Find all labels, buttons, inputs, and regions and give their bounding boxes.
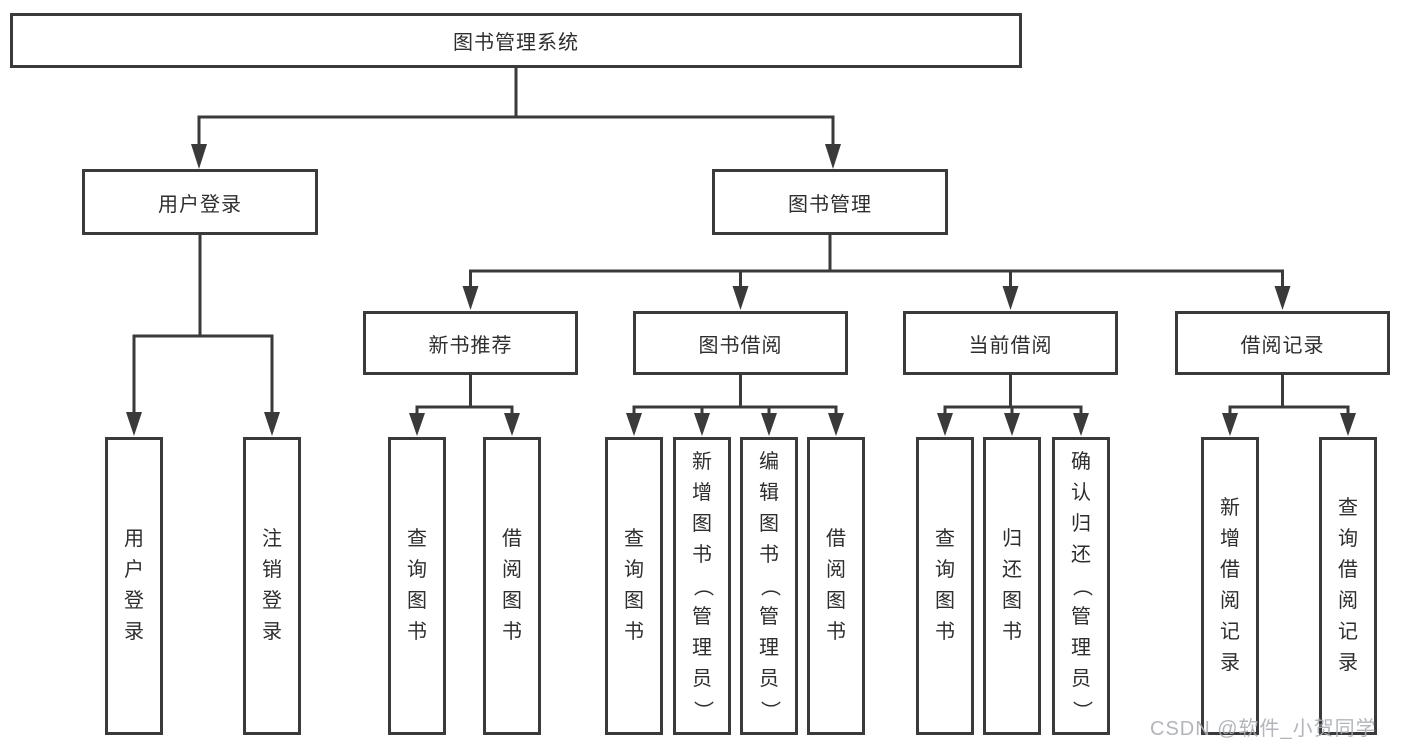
node-label: 借阅图书: [826, 528, 846, 643]
node-label: 编辑图书（管理员）: [758, 450, 781, 721]
node-label: 确认归还（管理员）: [1070, 450, 1093, 721]
leaf-recommend-borrow-book: 借阅图书: [483, 437, 541, 735]
leaf-logout-login: 注销登录: [243, 437, 301, 735]
leaf-current-search-book: 查询图书: [916, 437, 974, 735]
node-borrow-records: 借阅记录: [1175, 311, 1390, 375]
node-label: 新书推荐: [428, 334, 513, 357]
leaf-borrow-edit-book-admin: 编辑图书（管理员）: [740, 437, 798, 735]
leaf-records-search-record: 查询借阅记录: [1319, 437, 1377, 735]
node-label: 注销登录: [262, 528, 282, 643]
node-label: 查询图书: [935, 528, 955, 643]
node-label: 归还图书: [1002, 528, 1022, 643]
leaf-current-return-book: 归还图书: [983, 437, 1041, 735]
leaf-current-confirm-return-admin: 确认归还（管理员）: [1052, 437, 1110, 735]
node-label: 图书借阅: [698, 334, 783, 357]
node-current-borrow: 当前借阅: [903, 311, 1118, 375]
node-user-login: 用户登录: [82, 169, 318, 235]
leaf-borrow-borrow-book: 借阅图书: [807, 437, 865, 735]
node-label: 用户登录: [158, 193, 242, 216]
leaf-borrow-search-book: 查询图书: [605, 437, 663, 735]
node-label: 图书管理: [788, 193, 872, 216]
leaf-recommend-search-book: 查询图书: [388, 437, 446, 735]
node-book-borrow: 图书借阅: [633, 311, 848, 375]
leaf-records-add-record: 新增借阅记录: [1201, 437, 1259, 735]
node-label: 查询图书: [407, 528, 427, 643]
watermark: CSDN @软件_小贺同学: [1150, 718, 1377, 740]
node-new-book-recommend: 新书推荐: [363, 311, 578, 375]
node-label: 查询借阅记录: [1338, 497, 1358, 674]
node-label: 新增图书（管理员）: [691, 450, 714, 721]
node-book-management: 图书管理: [712, 169, 948, 235]
leaf-user-login: 用户登录: [105, 437, 163, 735]
leaf-borrow-add-book-admin: 新增图书（管理员）: [673, 437, 731, 735]
node-label: 新增借阅记录: [1220, 497, 1240, 674]
node-label: 图书管理系统: [453, 32, 579, 54]
node-label: 借阅图书: [502, 528, 522, 643]
arrowhead-icons: [126, 144, 1356, 436]
node-label: 当前借阅: [968, 334, 1053, 357]
node-root-system: 图书管理系统: [10, 13, 1022, 68]
node-label: 查询图书: [624, 528, 644, 643]
node-label: 用户登录: [124, 528, 144, 643]
node-label: 借阅记录: [1240, 334, 1325, 357]
